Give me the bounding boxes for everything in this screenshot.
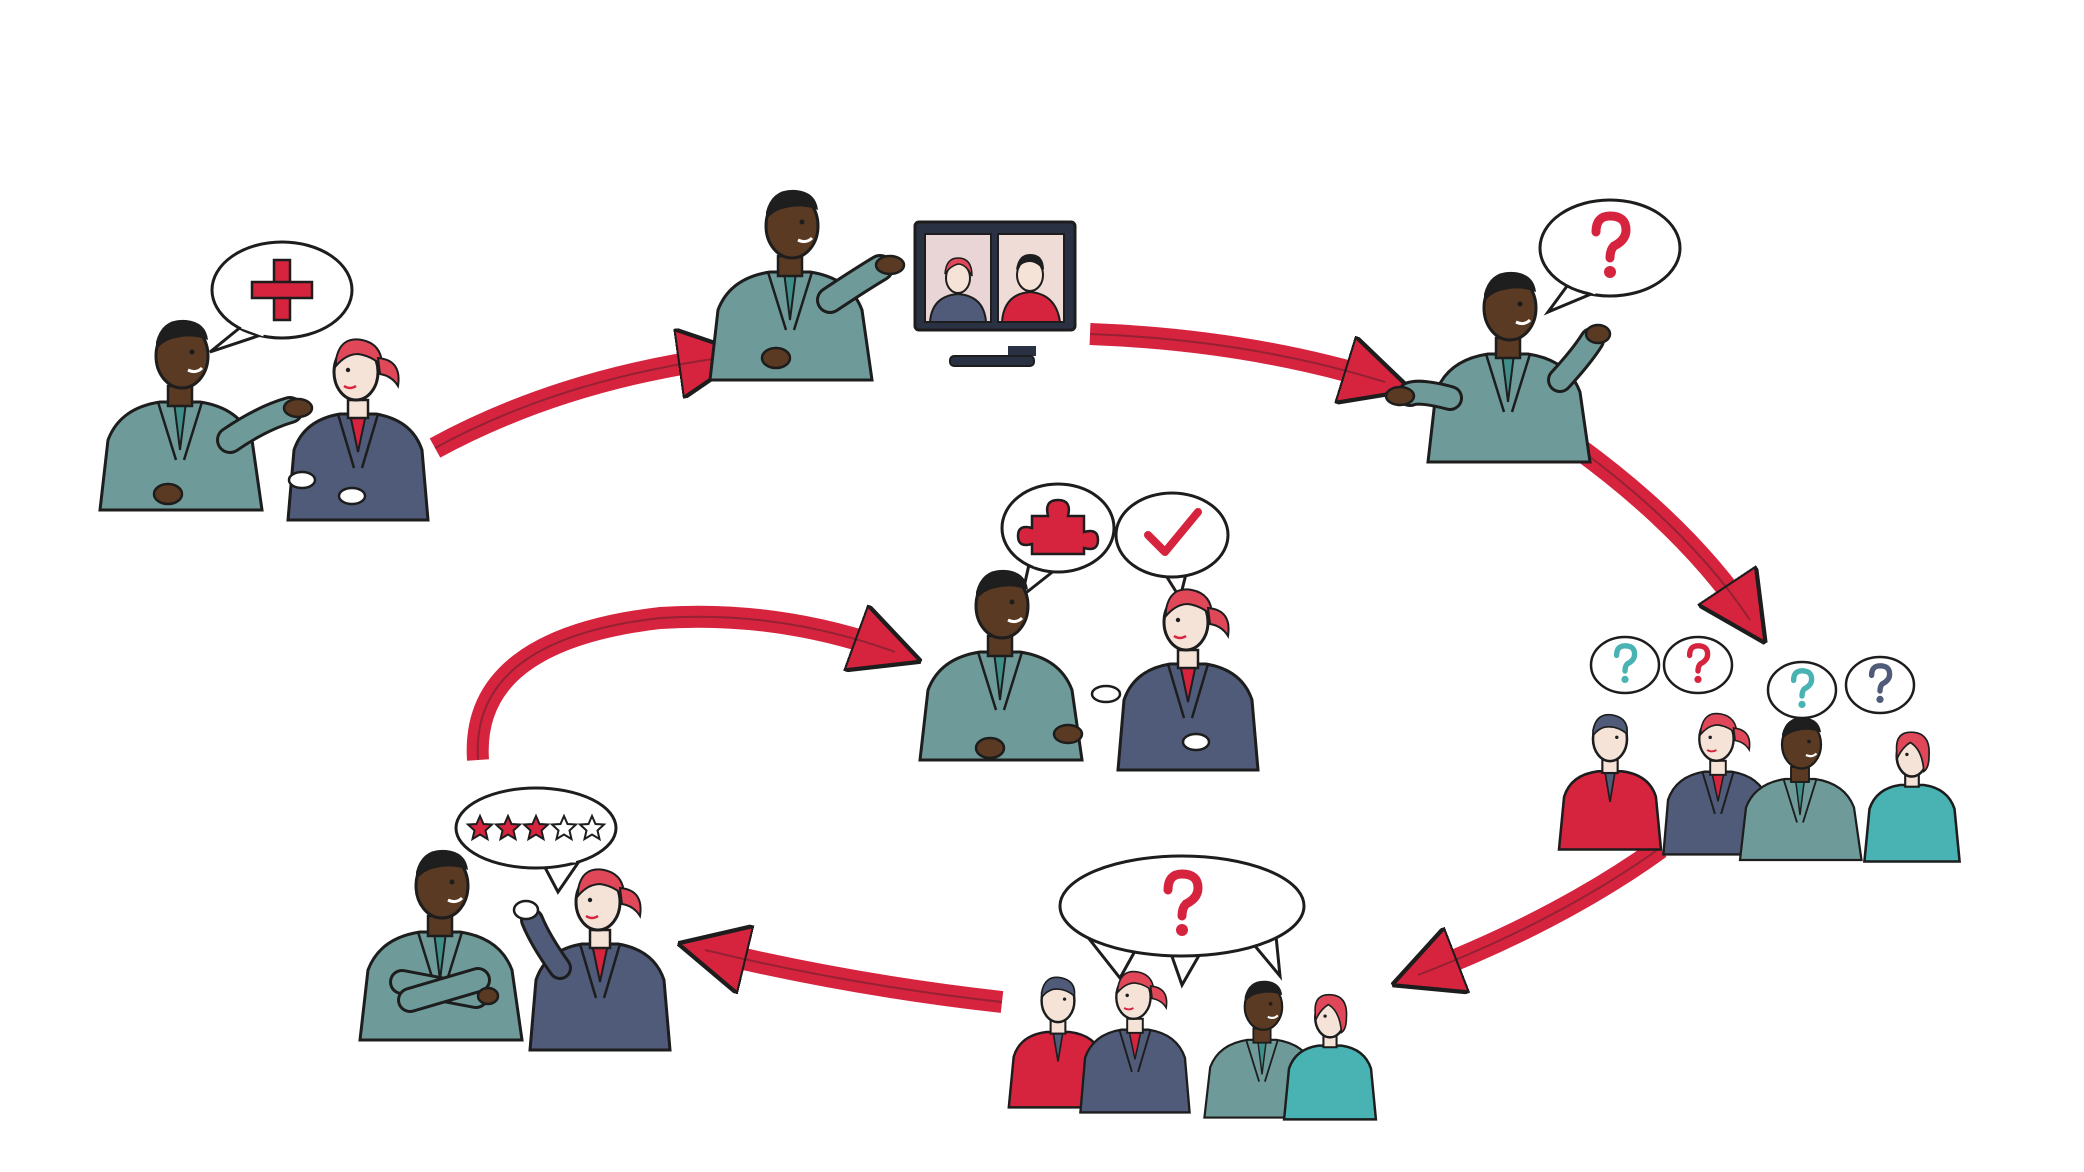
stage-group-discussion	[1007, 854, 1378, 1121]
crossed-arms	[389, 967, 500, 1013]
screen-participant-man	[1000, 254, 1062, 323]
arrow-5-to-6	[705, 950, 1004, 1013]
stage-questions-raised	[1384, 198, 1682, 464]
stage-one-on-one-proposal	[98, 240, 430, 522]
rating-woman-arm	[512, 899, 572, 980]
arrow-1-to-2	[429, 358, 720, 458]
man-hand	[152, 396, 314, 506]
questioner-arms	[1384, 323, 1612, 411]
woman-hands	[287, 470, 367, 506]
agreeing-woman-hands	[1090, 684, 1211, 752]
group-member-aqua	[1282, 993, 1378, 1121]
presenter-arm	[760, 254, 906, 370]
team-member-red	[1557, 713, 1663, 851]
flow-arrows	[429, 323, 1750, 1013]
stage-rating-feedback	[358, 786, 672, 1052]
stage-team-questions	[1557, 635, 1961, 863]
man-speaking	[98, 318, 264, 512]
speech-bubble	[209, 240, 354, 354]
man-arms-crossed	[358, 848, 524, 1042]
stage-agreement	[918, 482, 1260, 772]
flow-arrow-outlines	[434, 333, 1751, 1003]
team-member-teal	[1738, 716, 1863, 862]
arrow-6-to-7	[466, 617, 895, 761]
screen-participant-woman	[928, 257, 988, 323]
question-bubbles	[1589, 635, 1916, 720]
agreeing-man-hands	[974, 723, 1084, 760]
team-member-aqua	[1863, 730, 1961, 863]
stage-video-call-presentation	[708, 188, 1077, 382]
video-monitor	[913, 220, 1077, 367]
puzzle-piece-icon	[1016, 498, 1100, 556]
group-member-navy	[1079, 970, 1191, 1114]
plus-icon	[250, 258, 314, 322]
check-mark-icon	[1144, 508, 1202, 556]
arrow-4-to-5	[1418, 839, 1667, 975]
arrow-3-to-4	[1571, 439, 1750, 620]
speech-bubble	[1538, 198, 1682, 316]
arrow-2-to-3	[1089, 323, 1385, 382]
